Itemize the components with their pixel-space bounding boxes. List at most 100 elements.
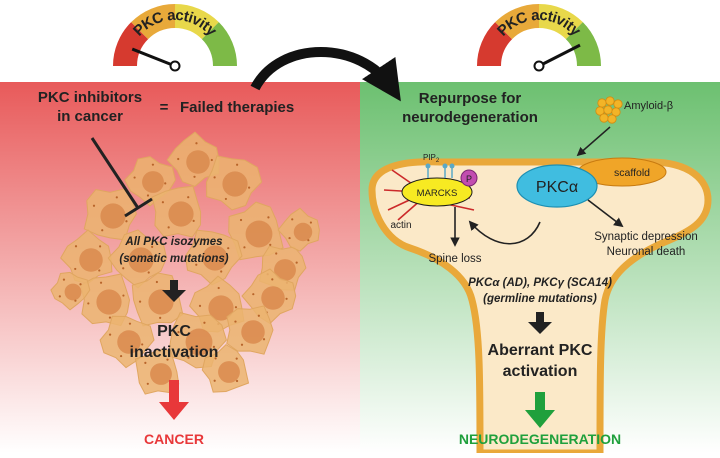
cell-granule (291, 218, 294, 221)
cell-nucleus (245, 220, 273, 248)
cell-granule (99, 245, 102, 248)
cell-granule (248, 186, 251, 189)
cell-granule (213, 176, 216, 179)
cell-granule (227, 247, 230, 250)
pip2-lipids (425, 163, 455, 178)
cell-nucleus (218, 361, 240, 383)
actin-label: actin (390, 220, 411, 231)
inactivation-label-line2: inactivation (130, 344, 219, 361)
down-arrow-green (525, 392, 555, 428)
inhibitors-label-line1: PKC inhibitors (38, 89, 142, 106)
cell-granule (144, 361, 147, 364)
gauge-segment (201, 22, 237, 67)
cell-granule (269, 243, 272, 246)
cell-nucleus (148, 289, 174, 315)
cell-nucleus (186, 150, 210, 174)
synaptic-depression-arrow (587, 199, 624, 228)
cell-granule (235, 357, 238, 360)
amyloid-beta-particle (599, 113, 609, 123)
scaffold-label: scaffold (614, 167, 650, 179)
failed-therapies-label: Failed therapies (180, 99, 294, 116)
cell-nucleus (202, 245, 228, 271)
cell-granule (214, 357, 217, 360)
gauge-segment (565, 22, 601, 67)
gauge-pivot (533, 60, 545, 72)
cell-granule (87, 302, 90, 305)
isozymes-label-line1: All PKC isozymes (124, 236, 222, 248)
cell-granule (187, 356, 190, 359)
cell-nucleus (261, 286, 285, 310)
cell-granule (161, 201, 164, 204)
pkc-alpha-label: PKCα (536, 179, 578, 196)
cell-granule (203, 321, 206, 324)
repurpose-label-line1: Repurpose for (419, 90, 522, 107)
cell-nucleus (128, 247, 154, 273)
cell-nucleus (293, 222, 313, 242)
cell-granule (127, 241, 130, 245)
amyloid-beta-particle (603, 105, 613, 115)
cell-nucleus (185, 328, 213, 356)
cancer-outcome-label: CANCER (144, 431, 204, 447)
inhibitors-label-line2: in cancer (57, 108, 123, 125)
marcks-protein (401, 177, 473, 207)
down-arrow-red (159, 380, 189, 420)
cell-granule (234, 320, 237, 323)
phosphate-label: P (466, 174, 472, 184)
cell-granule (262, 338, 266, 341)
cell-granule (115, 196, 118, 199)
gauge-segment (131, 4, 175, 40)
amyloid-arrow (576, 126, 611, 157)
cell-nucleus (208, 295, 234, 321)
cell-granule (271, 278, 274, 281)
dendritic-spine (368, 158, 712, 457)
cell-granule (101, 229, 104, 232)
cell-granule (195, 263, 198, 266)
cell-nucleus (79, 248, 103, 272)
spine-loss-label: Spine loss (428, 253, 481, 265)
pip2-label: PIP2 (423, 153, 440, 164)
gauge-segment (113, 22, 149, 67)
cell-granule (138, 300, 142, 303)
cell-nucleus (142, 171, 164, 193)
cell-granule (235, 379, 239, 383)
gauge-segment (495, 4, 539, 40)
cell-granule (288, 236, 291, 240)
cell-granule (128, 322, 132, 325)
cell-granule (108, 316, 112, 319)
cell-nucleus (168, 201, 194, 227)
cell-granule (307, 239, 310, 242)
cell-granule (285, 297, 288, 300)
cell-granule (146, 382, 149, 385)
cell-granule (224, 197, 227, 201)
germline-mutations-line2: (germline mutations) (483, 293, 597, 305)
cell-granule (125, 220, 128, 223)
cell-granule (58, 295, 61, 298)
cell-granule (236, 163, 239, 166)
cell-nucleus (150, 363, 172, 385)
synaptic-depression-label: Synaptic depression (594, 231, 698, 243)
down-arrow-neuro (528, 312, 552, 334)
cell-nucleus (241, 320, 265, 344)
cell-granule (267, 216, 270, 219)
cell-nucleus (222, 171, 248, 197)
cell-nucleus (274, 259, 296, 281)
down-arrow-cancer (162, 280, 186, 302)
cell-granule (74, 299, 77, 302)
cell-granule (74, 267, 77, 271)
cell-granule (177, 157, 180, 161)
cell-granule (202, 238, 205, 242)
cell-granule (234, 306, 238, 309)
cell-granule (159, 316, 162, 319)
cell-granule (147, 271, 150, 274)
pkc-alpha (516, 164, 598, 208)
cell-granule (220, 270, 223, 273)
repurpose-label-line2: neurodegeneration (402, 109, 538, 126)
phosphate-group (460, 169, 478, 187)
aberrant-label-line2: activation (503, 363, 578, 380)
cell-granule (98, 269, 101, 272)
cell-granule (141, 343, 144, 346)
pkc-activity-gauge-high: PKC activity (477, 4, 601, 72)
amyloid-beta-particle (597, 98, 607, 108)
